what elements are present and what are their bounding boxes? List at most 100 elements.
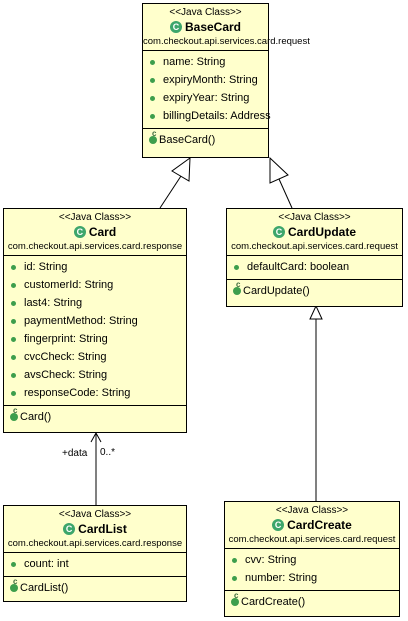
class-cardlist[interactable]: <<Java Class>> C CardList com.checkout.a…	[3, 505, 187, 602]
attribute-row: cvcCheck: String	[4, 348, 186, 366]
class-name: BaseCard	[184, 20, 242, 34]
field-icon	[11, 354, 16, 360]
attribute-text: cvv: String	[245, 554, 297, 566]
operation-text: CardList()	[20, 582, 69, 594]
operations-compartment: Card()	[4, 406, 186, 428]
attribute-row: name: String	[143, 53, 268, 71]
attribute-row: paymentMethod: String	[4, 312, 186, 330]
class-name: CardList	[78, 522, 127, 536]
stereotype-label: <<Java Class>>	[58, 212, 132, 223]
field-icon	[232, 557, 237, 563]
operation-text: CardUpdate()	[243, 285, 310, 297]
attribute-row: avsCheck: String	[4, 366, 186, 384]
operation-row: CardUpdate()	[227, 281, 402, 300]
operation-text: Card()	[20, 411, 52, 423]
class-name: CardUpdate	[287, 225, 356, 239]
generalization-arrowhead	[171, 156, 191, 182]
attribute-text: expiryMonth: String	[163, 74, 258, 86]
field-icon	[150, 95, 155, 101]
attribute-row: expiryYear: String	[143, 89, 268, 107]
attribute-row: last4: String	[4, 294, 186, 312]
package-label: com.checkout.api.services.card.request	[231, 241, 398, 252]
attribute-row: responseCode: String	[4, 384, 186, 402]
class-cardupdate[interactable]: <<Java Class>> C CardUpdate com.checkout…	[226, 208, 403, 307]
field-icon	[11, 264, 16, 270]
field-icon	[11, 561, 16, 567]
class-icon: C	[73, 226, 86, 238]
operation-row: CardCreate()	[225, 592, 399, 611]
field-icon	[11, 300, 16, 306]
operations-compartment: CardList()	[4, 577, 186, 599]
field-icon	[11, 390, 16, 396]
attribute-text: billingDetails: Address	[163, 110, 271, 122]
class-header: <<Java Class>> C CardList com.checkout.a…	[4, 506, 186, 553]
operations-compartment: BaseCard()	[143, 129, 268, 151]
attribute-text: number: String	[245, 572, 318, 584]
attribute-row: defaultCard: boolean	[227, 258, 402, 276]
attributes-compartment: count: int	[4, 553, 186, 577]
operation-text: CardCreate()	[241, 596, 306, 608]
attributes-compartment: defaultCard: boolean	[227, 256, 402, 280]
class-basecard[interactable]: <<Java Class>> C BaseCard com.checkout.a…	[142, 3, 310, 158]
attributes-compartment: cvv: String number: String	[225, 549, 399, 591]
operations-compartment: CardCreate()	[225, 591, 399, 613]
constructor-icon	[10, 578, 18, 592]
class-icon: C	[272, 226, 285, 238]
class-name: Card	[88, 225, 117, 239]
attribute-text: id: String	[24, 261, 68, 273]
generalization-cardupdate-basecard	[278, 178, 293, 209]
attribute-row: count: int	[4, 555, 186, 573]
attribute-text: responseCode: String	[24, 387, 131, 399]
class-cardcreate[interactable]: <<Java Class>> C CardCreate com.checkout…	[224, 501, 400, 617]
field-icon	[150, 77, 155, 83]
class-name: CardCreate	[287, 518, 352, 532]
generalization-arrowhead	[269, 156, 289, 184]
attribute-text: expiryYear: String	[163, 92, 250, 104]
constructor-icon	[233, 281, 241, 295]
attribute-row: billingDetails: Address	[143, 107, 271, 125]
field-icon	[234, 264, 239, 270]
attribute-row: cvv: String	[225, 551, 399, 569]
attribute-row: fingerprint: String	[4, 330, 186, 348]
operation-row: CardList()	[4, 578, 186, 597]
class-card[interactable]: <<Java Class>> C Card com.checkout.api.s…	[3, 208, 187, 433]
association-arrowhead	[90, 431, 102, 443]
field-icon	[150, 59, 155, 65]
attribute-row: number: String	[225, 569, 399, 587]
attribute-text: customerId: String	[24, 279, 114, 291]
class-icon: C	[169, 21, 182, 33]
field-icon	[150, 113, 155, 119]
class-title: C CardCreate	[272, 517, 352, 533]
attribute-text: paymentMethod: String	[24, 315, 138, 327]
class-header: <<Java Class>> C CardCreate com.checkout…	[225, 502, 399, 549]
package-label: com.checkout.api.services.card.request	[143, 36, 310, 47]
association-role-label: +data	[62, 448, 88, 459]
stereotype-label: <<Java Class>>	[58, 509, 132, 520]
attribute-row: expiryMonth: String	[143, 71, 268, 89]
package-label: com.checkout.api.services.card.request	[228, 534, 396, 545]
class-header: <<Java Class>> C Card com.checkout.api.s…	[4, 209, 186, 256]
stereotype-label: <<Java Class>>	[278, 212, 351, 223]
stereotype-label: <<Java Class>>	[169, 7, 242, 18]
generalization-card-basecard	[159, 175, 182, 209]
attribute-text: last4: String	[24, 297, 83, 309]
class-title: C CardUpdate	[272, 224, 356, 240]
class-header: <<Java Class>> C CardUpdate com.checkout…	[227, 209, 402, 256]
generalization-arrowhead	[309, 304, 323, 320]
attribute-row: id: String	[4, 258, 186, 276]
class-icon: C	[63, 523, 76, 535]
attribute-text: count: int	[24, 558, 69, 570]
constructor-icon	[10, 407, 18, 421]
association-multiplicity-label: 0..*	[100, 447, 116, 458]
field-icon	[11, 336, 16, 342]
stereotype-label: <<Java Class>>	[275, 505, 349, 516]
operation-text: BaseCard()	[159, 134, 216, 146]
attribute-text: fingerprint: String	[24, 333, 108, 345]
package-label: com.checkout.api.services.card.response	[7, 241, 183, 252]
operation-row: BaseCard()	[143, 130, 268, 149]
field-icon	[11, 282, 16, 288]
attribute-text: cvcCheck: String	[24, 351, 107, 363]
field-icon	[11, 318, 16, 324]
class-title: C CardList	[63, 521, 127, 537]
